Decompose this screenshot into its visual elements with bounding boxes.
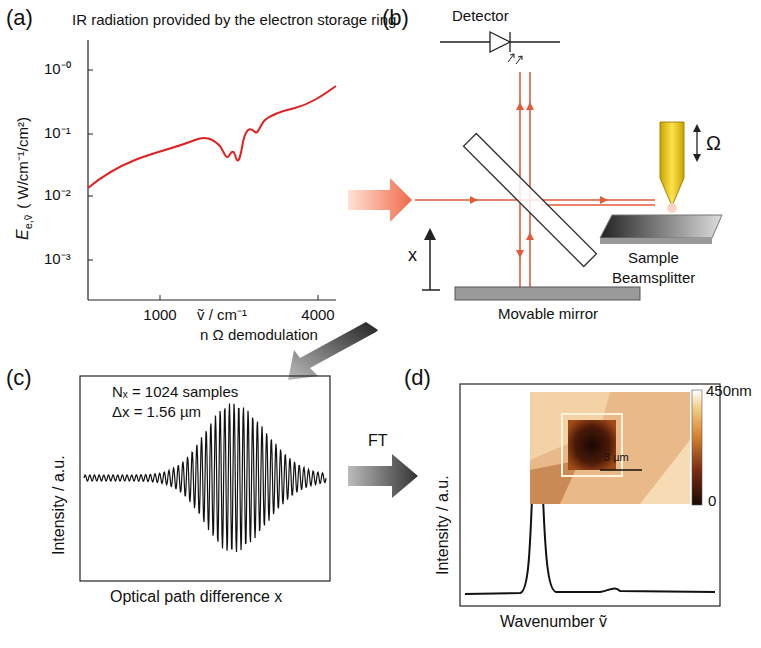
tick-label: 1000 [143, 307, 176, 324]
component-label: Sample [628, 250, 679, 267]
component-label: Movable mirror [498, 306, 598, 323]
axis-subscript: e,ṽ [22, 215, 34, 230]
axis-label: Ee,ṽ ( W/cm⁻¹/cm²) [14, 117, 34, 240]
step-label: n Ω demodulation [200, 327, 318, 344]
axis-label: Intensity / a.u. [434, 475, 452, 575]
scale-label: 3 µm [604, 451, 629, 463]
tick-label: 10⁻² [44, 187, 71, 204]
panel-title: IR radiation provided by the electron st… [72, 12, 396, 29]
plot-annotation: Nₓ = 1024 samples [112, 384, 238, 401]
colorbar-label: 0 [708, 493, 716, 510]
tick-label: 10⁻⁰ [44, 61, 71, 78]
component-label: Beamsplitter [612, 270, 695, 287]
colorbar-label: 450nm [706, 383, 752, 400]
panel-letter: (d) [404, 366, 431, 390]
axis-label: Wavenumber ṽ [500, 613, 607, 631]
axis-symbol: E [14, 229, 31, 240]
flow-arrow [348, 178, 412, 222]
axis-unit: ( W/cm⁻¹/cm²) [14, 117, 31, 209]
panel-letter: (c) [6, 366, 32, 390]
flow-arrow [348, 454, 418, 498]
axis-symbol: x [408, 246, 417, 266]
axis-label: ṽ / cm⁻¹ [197, 307, 247, 324]
interferogram [84, 404, 326, 553]
plot-annotation: Δx = 1.56 µm [112, 404, 201, 421]
tick-label: 10⁻¹ [44, 125, 71, 142]
tick-label: 10⁻³ [44, 251, 71, 268]
spectrum-plot [88, 40, 336, 300]
step-label: FT [368, 432, 388, 450]
component-label: Detector [452, 8, 509, 25]
tick-label: 4000 [301, 307, 334, 324]
panel-letter: (b) [382, 6, 409, 30]
plot-frame [80, 376, 330, 581]
afm-inset [530, 390, 702, 505]
axis-label: Optical path difference x [110, 588, 282, 606]
axis-label: Intensity / a.u. [50, 455, 68, 555]
panel-letter: (a) [6, 6, 33, 30]
interferometer [415, 32, 722, 300]
modulation-symbol: Ω [706, 132, 721, 154]
plot-frame [460, 384, 720, 606]
